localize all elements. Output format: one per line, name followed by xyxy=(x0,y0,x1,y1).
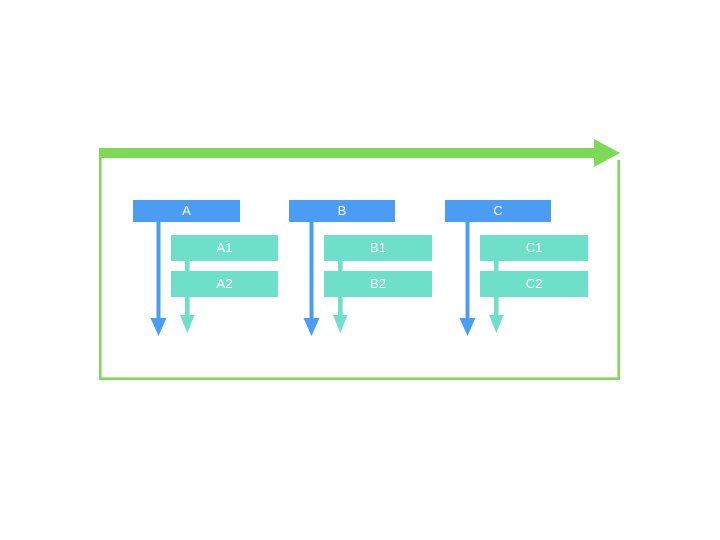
group-a-child-box-2[interactable] xyxy=(171,271,278,297)
group-c-child-box-2[interactable] xyxy=(480,271,588,297)
group-a-child-box-1[interactable] xyxy=(171,235,278,261)
frame-bottom-edge xyxy=(99,377,620,380)
timeline-arrow xyxy=(99,139,620,167)
group-c[interactable] xyxy=(445,200,588,336)
group-b-header-box[interactable] xyxy=(289,200,395,222)
group-c-primary-arrow xyxy=(459,212,476,336)
group-b-child-box-2[interactable] xyxy=(324,271,432,297)
group-c-child-box-1[interactable] xyxy=(480,235,588,261)
timeline-arrow-head xyxy=(594,139,620,167)
process-frame xyxy=(99,152,620,380)
timeline-arrow-shaft xyxy=(99,148,596,158)
frame-right-edge xyxy=(617,160,620,380)
group-a-header-box[interactable] xyxy=(133,200,240,222)
group-b[interactable] xyxy=(289,200,432,336)
group-a[interactable] xyxy=(133,200,278,336)
group-b-child-box-1[interactable] xyxy=(324,235,432,261)
group-a-primary-arrow xyxy=(150,212,167,336)
frame-left-edge xyxy=(99,152,102,380)
group-b-primary-arrow xyxy=(303,212,320,336)
group-c-header-box[interactable] xyxy=(445,200,551,222)
